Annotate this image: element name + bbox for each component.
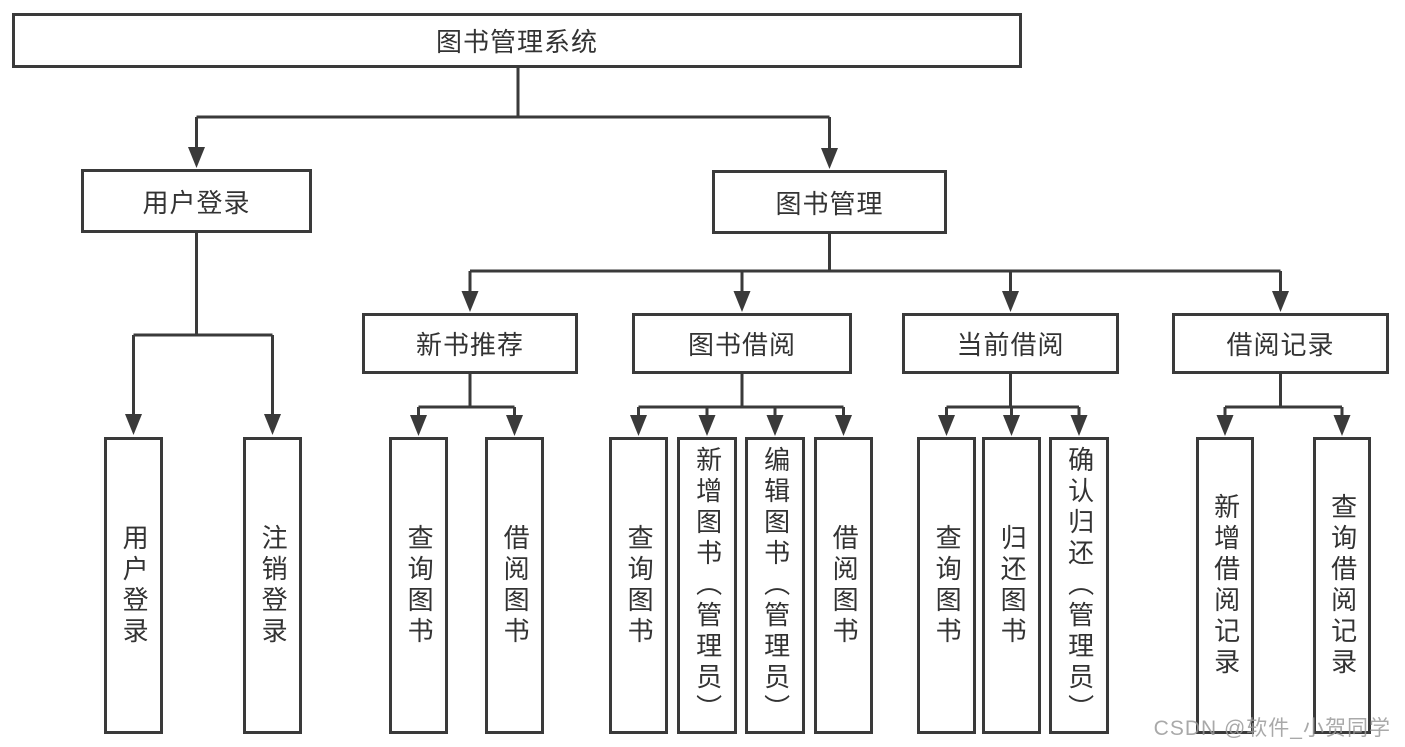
node-query-books-current: 查询图书: [917, 437, 976, 734]
node-login: 用户登录: [104, 437, 163, 734]
node-user-login-label: 用户登录: [142, 187, 251, 218]
node-borrowing-records: 借阅记录: [1172, 313, 1389, 374]
node-logout-label: 注销登录: [258, 523, 289, 648]
node-user-login: 用户登录: [81, 169, 312, 233]
node-edit-books-admin: 编辑图书（管理员）: [745, 437, 805, 734]
node-query-books-recommend: 查询图书: [389, 437, 448, 734]
node-book-borrowing: 图书借阅: [632, 313, 852, 374]
node-query-books-borrowing: 查询图书: [609, 437, 668, 734]
node-borrow-books-borrowing: 借阅图书: [814, 437, 873, 734]
node-current-borrowing-label: 当前借阅: [956, 330, 1065, 360]
node-add-books-admin-label: 新增图书（管理员）: [692, 446, 723, 725]
node-confirm-return-admin-label: 确认归还（管理员）: [1064, 446, 1095, 725]
node-borrow-books-borrowing-label: 借阅图书: [829, 523, 860, 648]
watermark-text: CSDN @软件_小贺同学: [1153, 717, 1391, 740]
node-borrow-books-recommend-label: 借阅图书: [500, 523, 531, 648]
node-add-borrow-record-label: 新增借阅记录: [1210, 492, 1241, 679]
node-book-borrowing-label: 图书借阅: [687, 330, 796, 360]
node-add-books-admin: 新增图书（管理员）: [677, 437, 737, 734]
node-login-label: 用户登录: [119, 523, 150, 648]
node-library-system-label: 图书管理系统: [435, 27, 598, 57]
node-borrowing-records-label: 借阅记录: [1226, 330, 1335, 360]
node-query-borrow-record-label: 查询借阅记录: [1327, 492, 1358, 679]
node-query-books-recommend-label: 查询图书: [404, 523, 435, 648]
node-return-books: 归还图书: [982, 437, 1041, 734]
node-query-borrow-record: 查询借阅记录: [1313, 437, 1371, 734]
node-return-books-label: 归还图书: [997, 523, 1028, 648]
node-library-system: 图书管理系统: [12, 13, 1022, 68]
node-query-books-borrowing-label: 查询图书: [624, 523, 655, 648]
node-confirm-return-admin: 确认归还（管理员）: [1049, 437, 1109, 734]
node-new-book-recommend: 新书推荐: [362, 313, 578, 374]
node-current-borrowing: 当前借阅: [902, 313, 1119, 374]
node-new-book-recommend-label: 新书推荐: [415, 330, 524, 360]
connector-stems: [132, 68, 1344, 416]
node-logout: 注销登录: [243, 437, 302, 734]
node-book-management-label: 图书管理: [775, 188, 884, 219]
node-add-borrow-record: 新增借阅记录: [1196, 437, 1254, 734]
node-book-management: 图书管理: [712, 170, 947, 234]
node-borrow-books-recommend: 借阅图书: [485, 437, 544, 734]
node-edit-books-admin-label: 编辑图书（管理员）: [760, 446, 791, 725]
node-query-books-current-label: 查询图书: [932, 523, 963, 648]
